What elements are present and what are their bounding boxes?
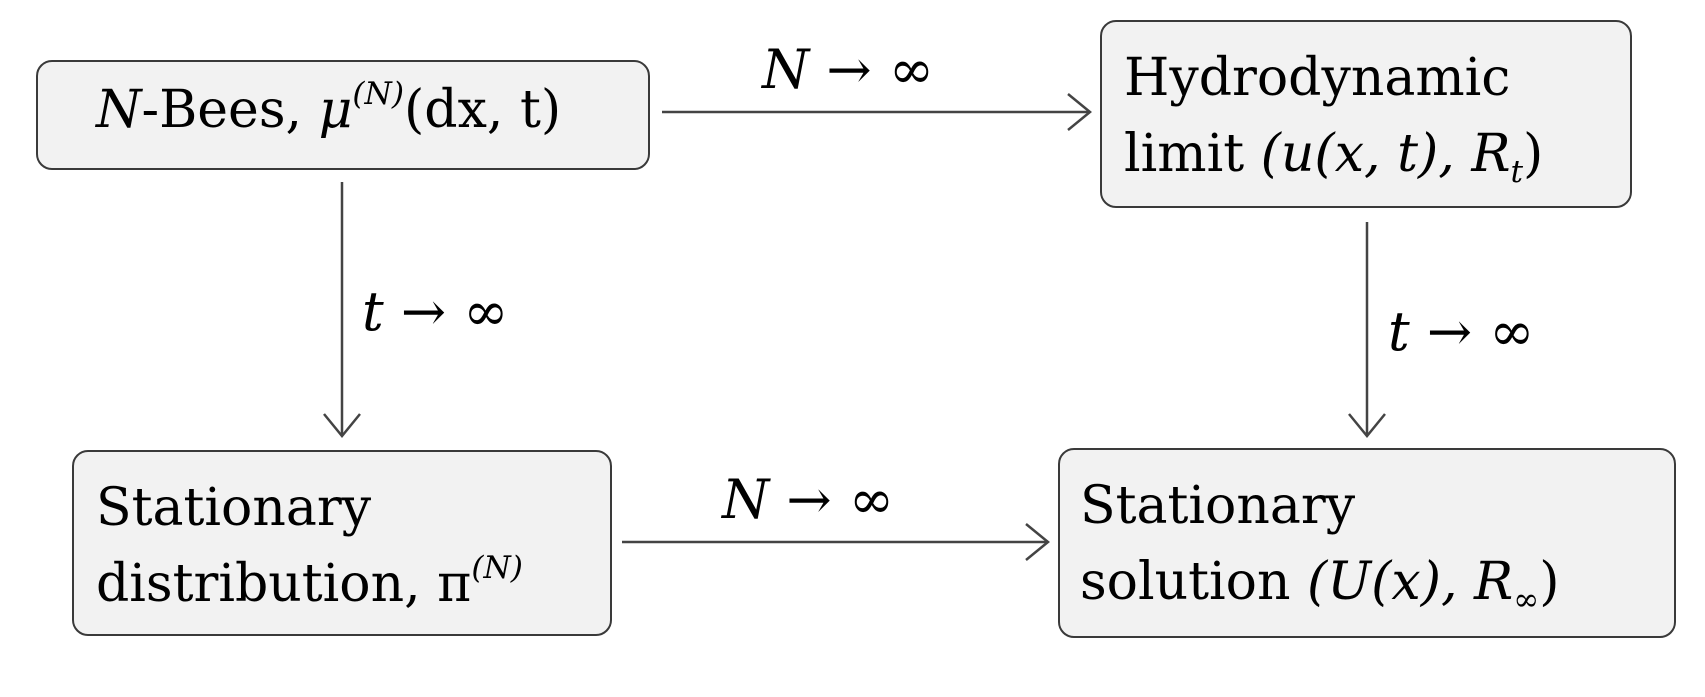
pi-superscript: (N) [471, 549, 523, 586]
edge-label-right: t → ∞ [1388, 300, 1535, 363]
mu-arguments: (dx, t) [404, 80, 562, 140]
stat-dist-line-1: Stationary [96, 478, 372, 538]
arrowhead-top [1067, 93, 1092, 131]
stat-sol-line-1: Stationary [1080, 476, 1356, 536]
stat-sol-line-2-prefix: solution [1080, 552, 1307, 612]
mu-superscript: (N) [352, 75, 404, 112]
node-stationary-solution: Stationary solution (U(x), R∞) [1058, 448, 1676, 638]
node-hydrodynamic-limit: Hydrodynamic limit (u(x, t), Rt) [1100, 20, 1632, 208]
hydro-subscript: t [1510, 153, 1524, 190]
node-stationary-distribution: Stationary distribution, π(N) [72, 450, 612, 636]
arrowhead-left [323, 413, 361, 438]
edge-label-left: t → ∞ [362, 280, 509, 343]
mu-symbol: μ [318, 80, 353, 140]
hydro-expression: (u(x, t), R [1260, 124, 1511, 184]
arrowhead-bottom [1025, 523, 1050, 561]
stat-sol-expression-end: ) [1539, 552, 1560, 612]
hydro-line-1: Hydrodynamic [1124, 48, 1511, 108]
node-n-bees: N-Bees, μ(N)(dx, t) [36, 60, 650, 170]
stat-sol-expression: (U(x), R [1306, 552, 1514, 612]
edge-label-bottom: N → ∞ [722, 468, 894, 531]
arrowhead-right [1348, 413, 1386, 438]
stat-sol-subscript: ∞ [1513, 581, 1540, 618]
hydro-expression-end: ) [1523, 124, 1544, 184]
n-symbol: N [96, 80, 142, 140]
hydro-line-2-prefix: limit [1124, 124, 1261, 184]
edge-label-top: N → ∞ [762, 38, 934, 101]
n-bees-label: -Bees, [141, 80, 319, 140]
pi-symbol: π [437, 554, 472, 614]
stat-dist-line-2-prefix: distribution, [96, 554, 438, 614]
